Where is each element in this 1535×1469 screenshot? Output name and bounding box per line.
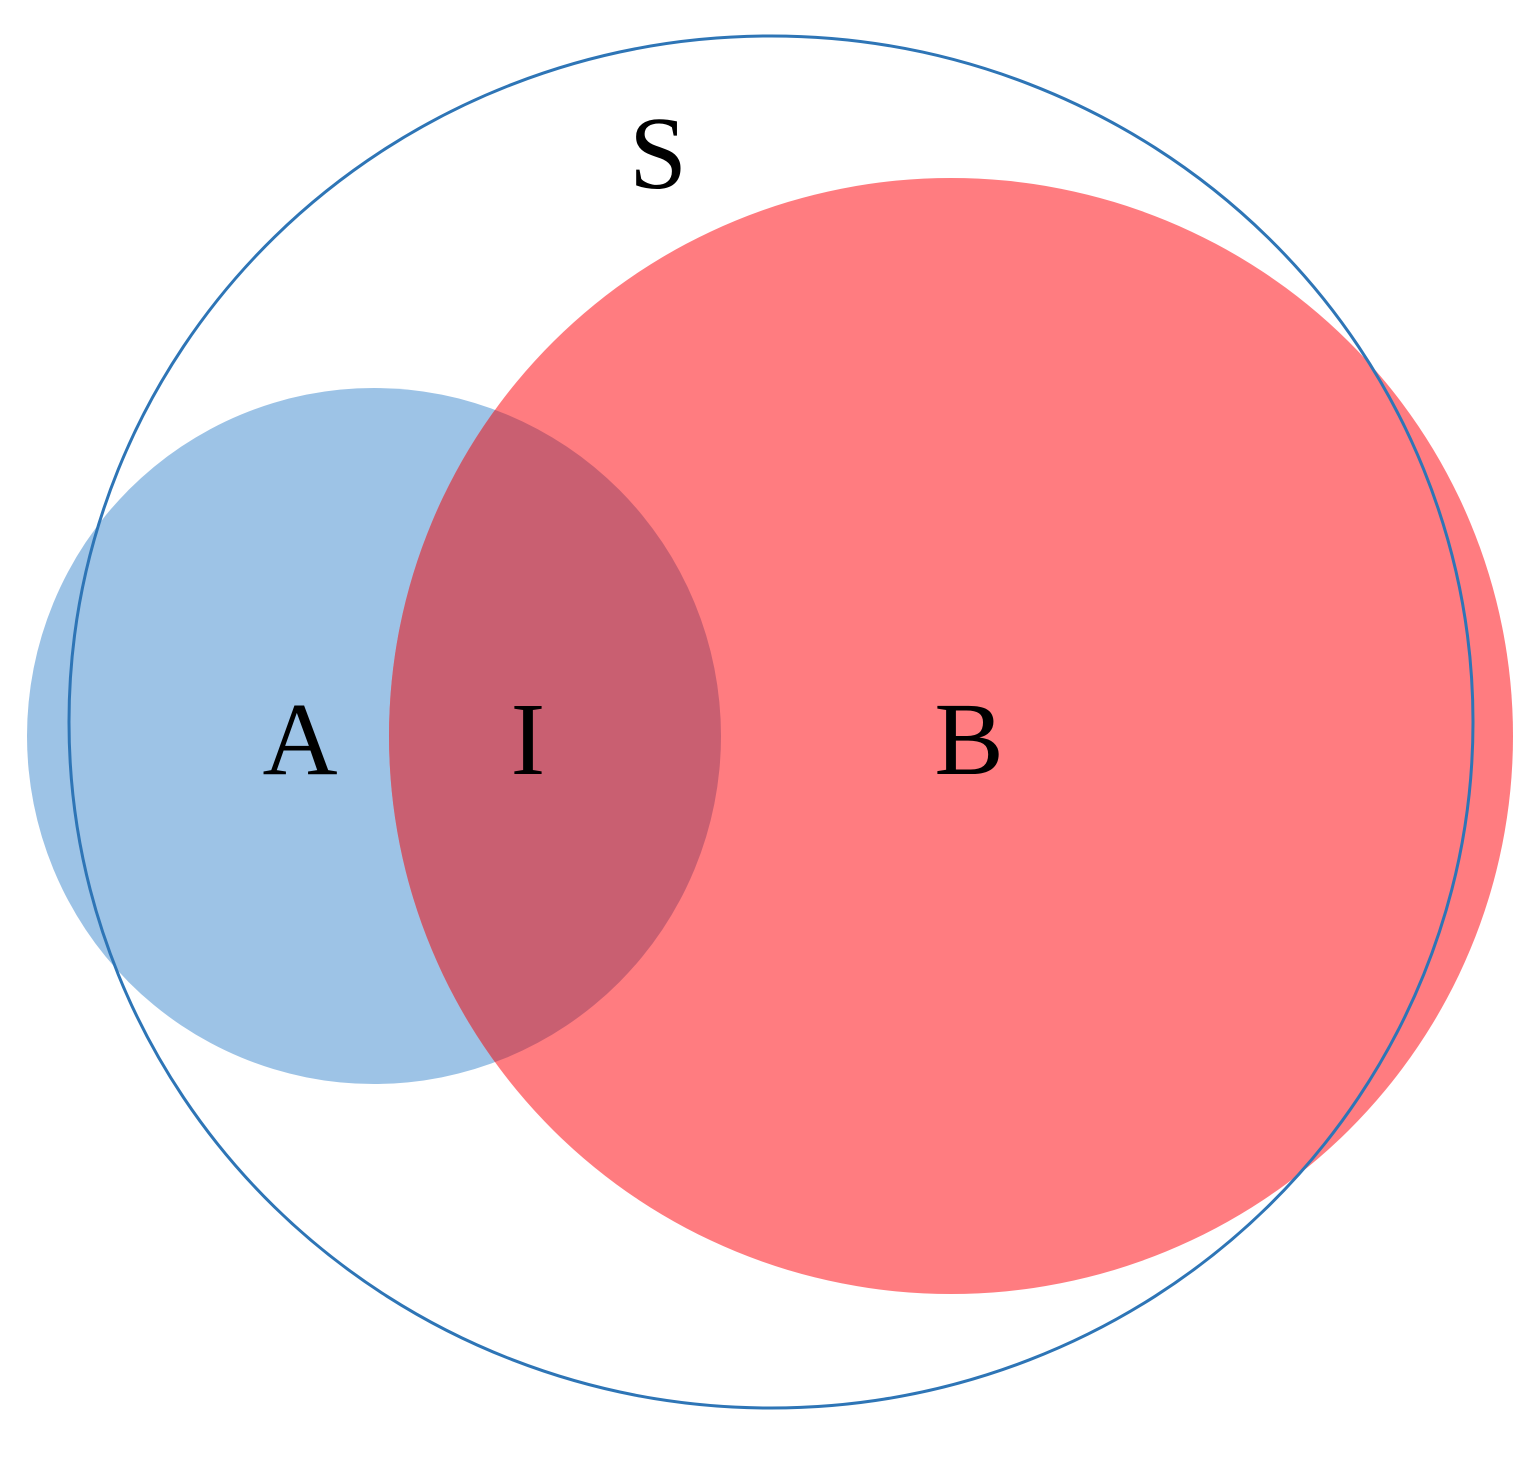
- set-a-label: A: [262, 682, 337, 797]
- universe-circle: [67, 34, 1475, 1410]
- intersection-label: I: [511, 682, 546, 797]
- set-b-circle: [389, 178, 1513, 1294]
- universe-label: S: [629, 96, 687, 211]
- set-b-label: B: [934, 682, 1003, 797]
